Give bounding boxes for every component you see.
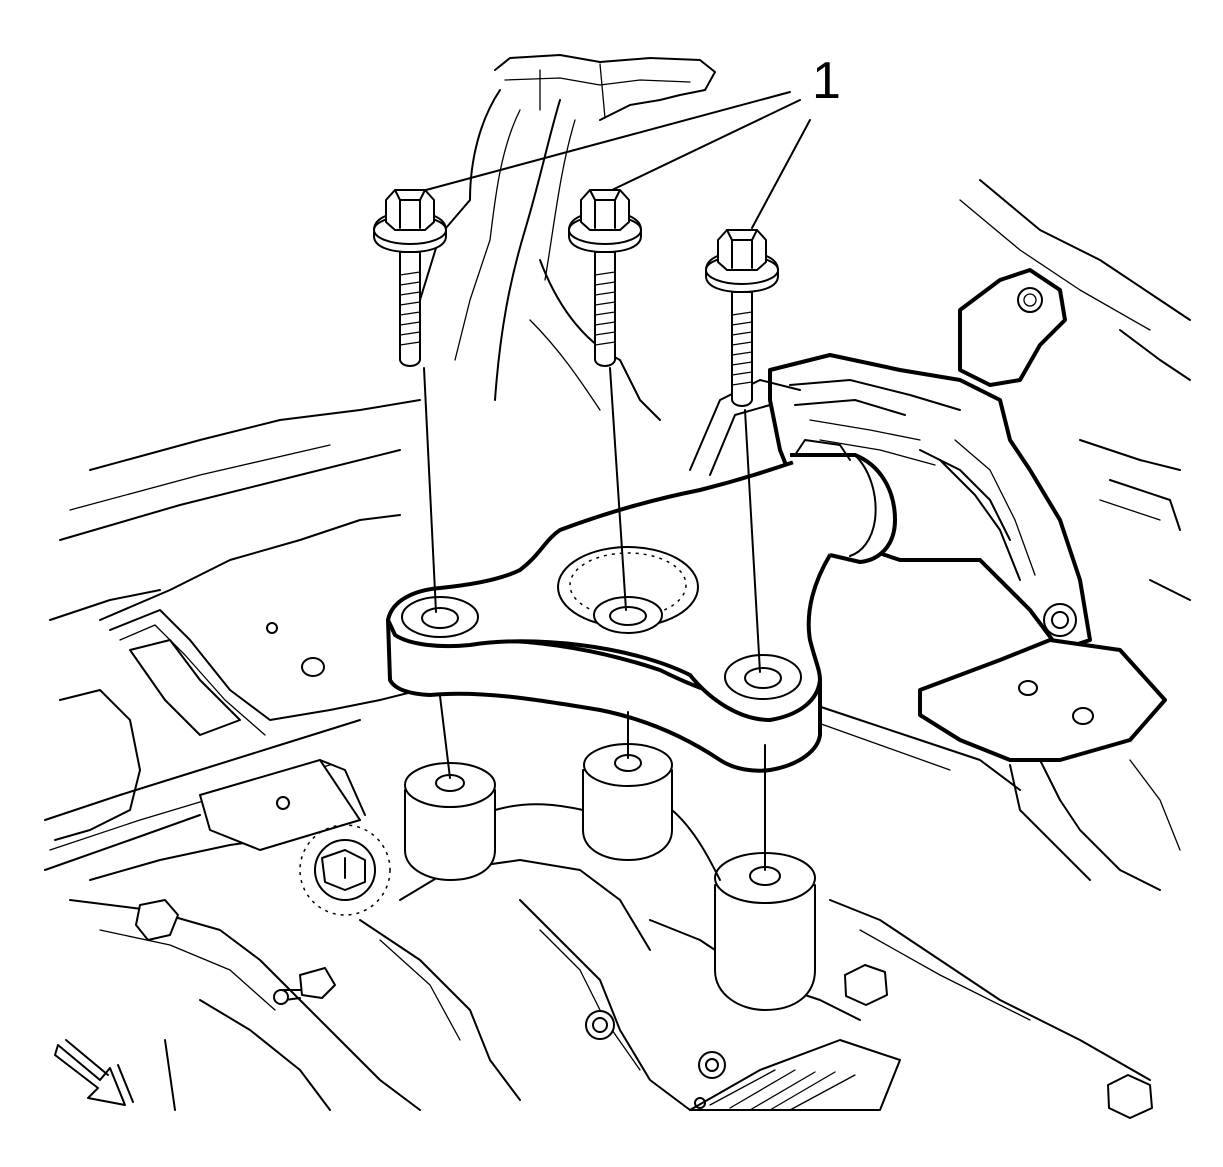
callout-leaders [425,91,811,229]
bolt-left [373,189,447,367]
forward-direction-arrow-icon [54,1039,134,1106]
bolt-center [568,189,642,367]
engine-bay-background [44,54,1191,1119]
callout-1: 1 [812,52,841,110]
alignment-lines [423,367,766,871]
bolt-right [705,229,779,407]
mount-bracket [386,379,897,773]
